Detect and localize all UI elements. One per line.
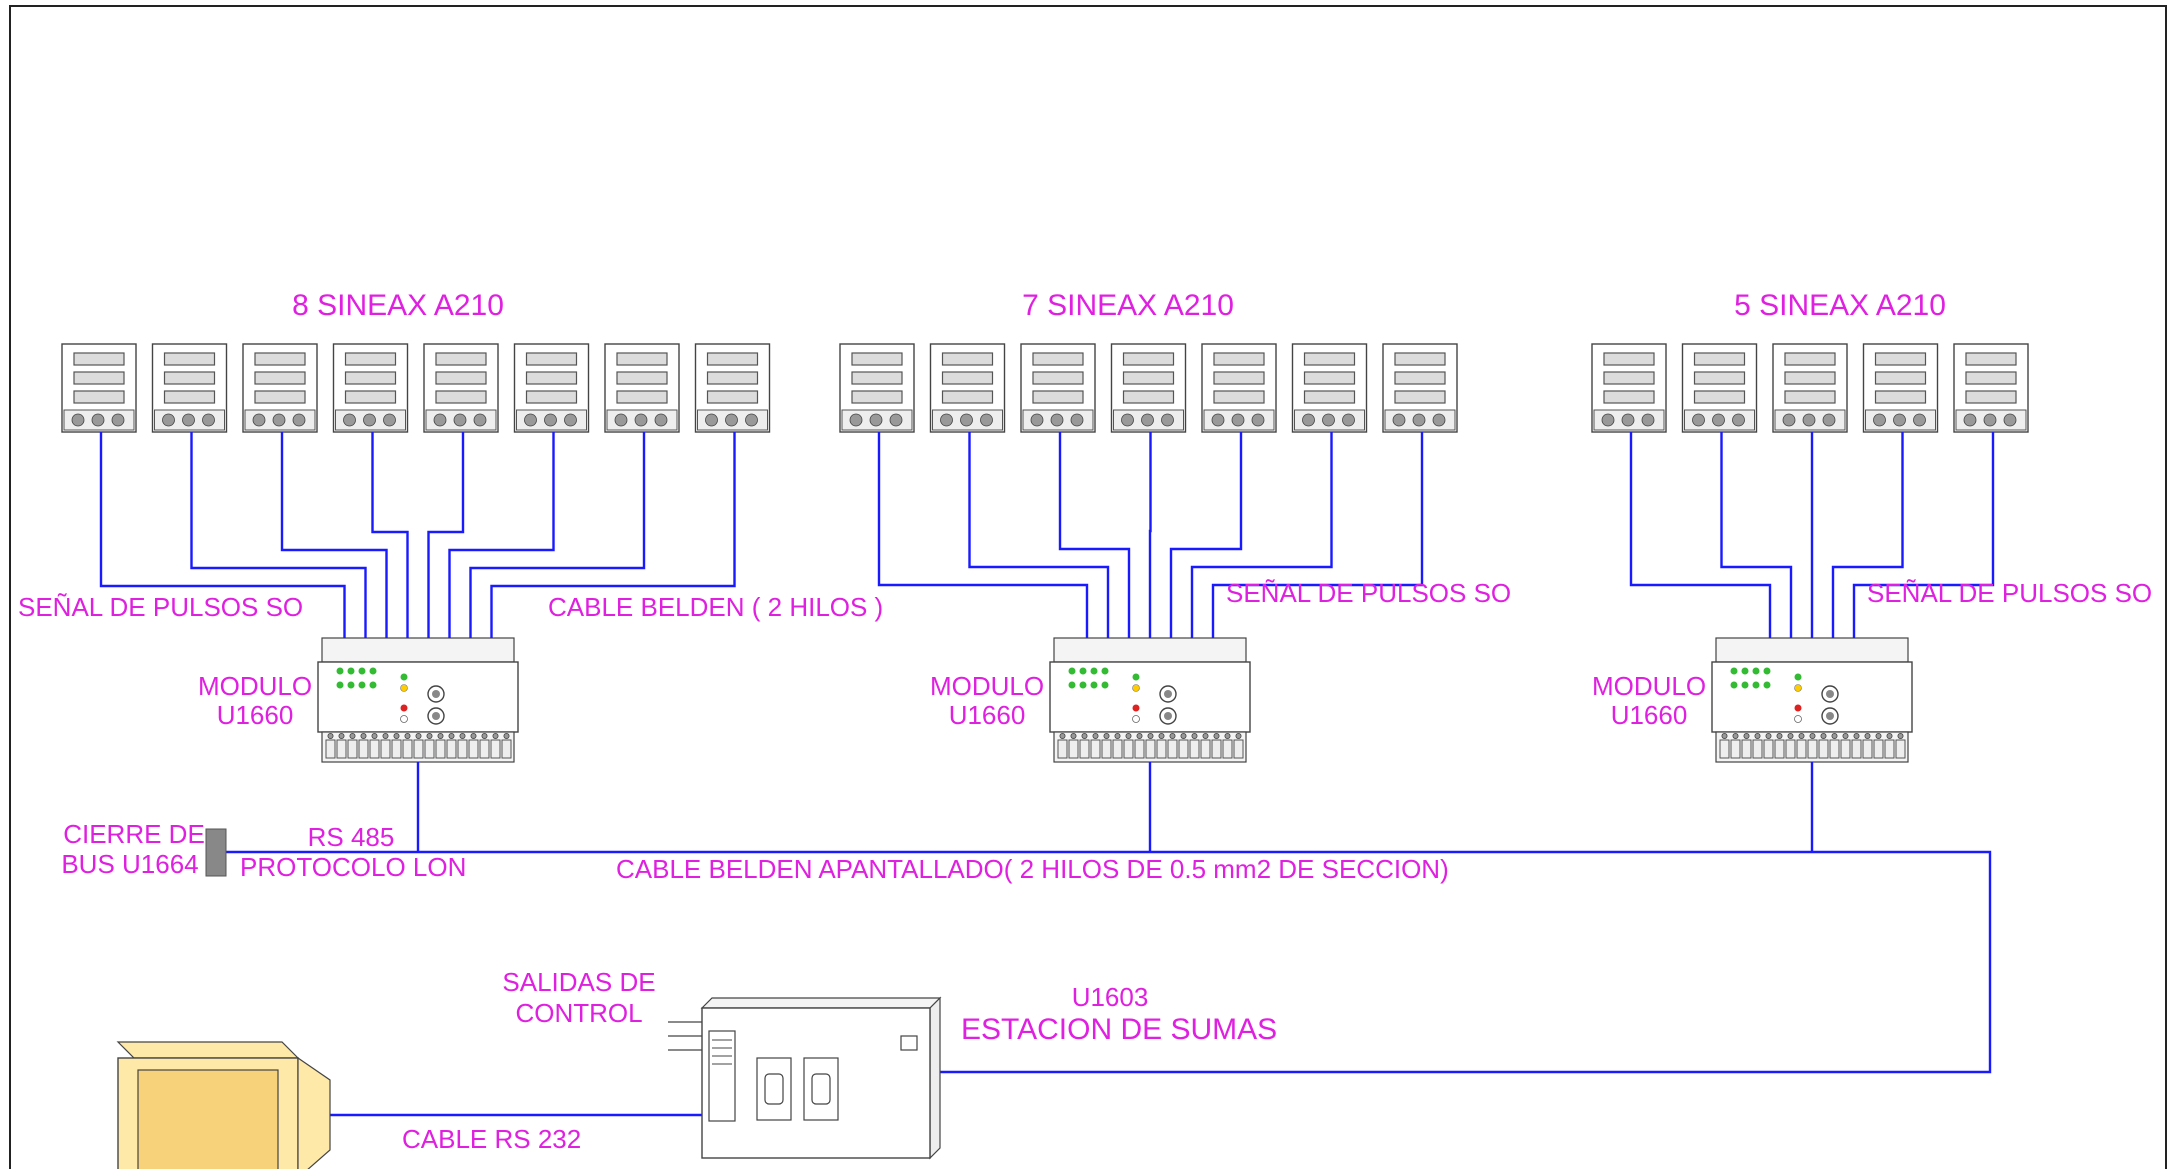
pulse-signal-wire [1148, 432, 1152, 638]
rs485-label: RS 485 [308, 822, 395, 852]
sineax-a210-device [694, 343, 771, 433]
pulse-signal-wire [968, 432, 1110, 638]
sineax-a210-device [1382, 343, 1458, 433]
sineax-a210-device [242, 343, 318, 433]
sineax-a210-device [151, 343, 228, 433]
pulse-signal-wire [1629, 432, 1772, 638]
pulse-signal-wire [1720, 432, 1793, 638]
sineax-a210-device [1772, 343, 1848, 433]
group1-cable-label: CABLE BELDEN ( 2 HILOS ) [548, 592, 883, 622]
sineax-a210-device [1020, 343, 1096, 433]
sineax-a210-device [513, 343, 590, 433]
pulse-signal-wire [1211, 432, 1424, 638]
u1660-module [317, 637, 519, 763]
pulse-signal-wire [280, 432, 388, 638]
bus-terminator [205, 828, 227, 877]
sineax-a210-device [604, 343, 680, 433]
group3-module-label-2: U1660 [1611, 700, 1688, 730]
pulse-signal-wire [1058, 432, 1131, 638]
group3-module-label-1: MODULO [1592, 671, 1706, 701]
sineax-a210-device [332, 343, 409, 433]
pulse-signal-wire [371, 432, 409, 638]
group1-module-label-1: MODULO [198, 671, 312, 701]
group3-signal-label: SEÑAL DE PULSOS SO [1867, 578, 2152, 608]
group2-module-label-1: MODULO [930, 671, 1044, 701]
bus-cable-label: CABLE BELDEN APANTALLADO( 2 HILOS DE 0.5… [616, 854, 1449, 884]
terminator-label-1: CIERRE DE [63, 819, 205, 849]
sineax-a210-device [61, 343, 137, 433]
sineax-a210-device [1681, 343, 1758, 433]
pulse-signal-wire [448, 432, 555, 638]
pulse-signal-wire [427, 432, 465, 638]
outputs-label-2: CONTROL [515, 998, 642, 1028]
rs485-bus-cable [226, 850, 1992, 1074]
pulse-signal-wire [1169, 432, 1243, 638]
group1-module-label-2: U1660 [217, 700, 294, 730]
pc-monitor [116, 1041, 331, 1169]
u1660-module [1711, 637, 1913, 763]
protocol-label: PROTOCOLO LON [240, 852, 466, 882]
u1660-module [1049, 637, 1251, 763]
group1-signal-label: SEÑAL DE PULSOS SO [18, 592, 303, 622]
devices-layer [61, 343, 2029, 763]
sineax-a210-device [1110, 343, 1187, 433]
group2-signal-label: SEÑAL DE PULSOS SO [1226, 578, 1511, 608]
pulse-signal-wire [469, 432, 646, 638]
group2-title: 7 SINEAX A210 [1022, 289, 1234, 322]
pulse-signal-wire [190, 432, 367, 638]
station-model-label: U1603 [1072, 982, 1149, 1012]
sineax-a210-device [1591, 343, 1667, 433]
group2-module-label-2: U1660 [949, 700, 1026, 730]
pulse-signal-wire [1831, 432, 1904, 638]
pulse-signal-wire [1190, 432, 1333, 638]
pulse-signal-wire [1852, 432, 1995, 638]
station-name-label: ESTACION DE SUMAS [961, 1013, 1277, 1046]
sineax-a210-device [1201, 343, 1277, 433]
wires-layer [99, 432, 1995, 1117]
rs232-cable-label: CABLE RS 232 [402, 1124, 581, 1154]
sineax-a210-device [1953, 343, 2029, 433]
sineax-a210-device [1862, 343, 1939, 433]
sineax-a210-device [929, 343, 1006, 433]
pulse-signal-wire [490, 432, 736, 638]
group3-title: 5 SINEAX A210 [1734, 289, 1946, 322]
drawing-frame [9, 5, 2167, 1169]
sineax-a210-device [1291, 343, 1368, 433]
sineax-a210-device [423, 343, 499, 433]
sineax-a210-device [839, 343, 915, 433]
summing-station [668, 996, 942, 1160]
terminator-label-2: BUS U1664 [61, 849, 198, 879]
pulse-signal-wire [877, 432, 1089, 638]
group1-title: 8 SINEAX A210 [292, 289, 504, 322]
pulse-signal-wire [99, 432, 346, 638]
outputs-label-1: SALIDAS DE [502, 967, 655, 997]
